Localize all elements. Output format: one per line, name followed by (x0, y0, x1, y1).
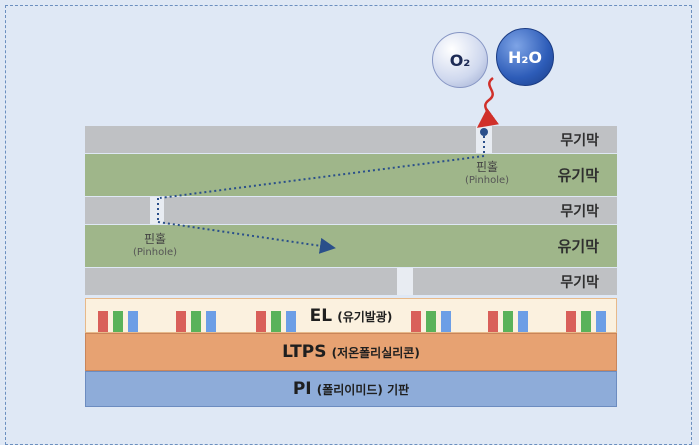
subpixel-green (581, 311, 591, 332)
subpixel-red (411, 311, 421, 332)
subpixel-green (113, 311, 123, 332)
pi-sub-label: (폴리이미드) 기판 (316, 383, 410, 397)
subpixel-red (566, 311, 576, 332)
permeation-path-overlay (157, 76, 499, 254)
subpixel-red (256, 311, 266, 332)
layer-label: 유기막 (557, 166, 599, 185)
subpixel-blue (441, 311, 451, 332)
organic-layer-bottom: 유기막 (85, 225, 617, 267)
pinhole-gap-top (476, 126, 492, 153)
ltps-main-label: LTPS (282, 342, 327, 362)
subpixel-red (98, 311, 108, 332)
subpixel-red (176, 311, 186, 332)
el-label: EL (유기발광) (86, 306, 616, 326)
inorganic-layer-top: 무기막 (85, 126, 617, 153)
inorganic-layer-bottom: 무기막 (85, 268, 617, 295)
ltps-sub-label: (저온폴리실리콘) (331, 346, 420, 360)
el-layer: EL (유기발광) (85, 298, 617, 333)
ltps-layer: LTPS (저온폴리실리콘) (85, 333, 617, 371)
subpixel-green (426, 311, 436, 332)
ltps-label: LTPS (저온폴리실리콘) (86, 342, 616, 362)
pinhole-label-bottom: 핀홀 (Pinhole) (120, 232, 190, 260)
layer-label: 무기막 (560, 203, 599, 220)
pinhole-label-sub: (Pinhole) (132, 247, 178, 258)
pinhole-label-text: 핀홀 (143, 232, 167, 246)
organic-layer-top: 유기막 (85, 154, 617, 196)
pinhole-label-sub: (Pinhole) (464, 175, 510, 186)
permeation-path-diagonal-2 (157, 221, 336, 254)
subpixel-green (503, 311, 513, 332)
subpixel-red (488, 311, 498, 332)
subpixel-blue (596, 311, 606, 332)
subpixel-green (191, 311, 201, 332)
subpixel-blue (128, 311, 138, 332)
subpixel-blue (518, 311, 528, 332)
inorganic-layer-middle: 무기막 (85, 197, 617, 224)
inorganic-gap-bottom (397, 268, 413, 295)
pinhole-label-text: 핀홀 (475, 160, 499, 174)
subpixel-green (271, 311, 281, 332)
pi-main-label: PI (292, 379, 312, 399)
pi-label: PI (폴리이미드) 기판 (86, 379, 616, 399)
subpixel-blue (286, 311, 296, 332)
water-molecule: H₂O (496, 28, 554, 86)
pinhole-gap-middle (150, 197, 164, 224)
moisture-entry-dot (480, 128, 488, 136)
subpixel-blue (206, 311, 216, 332)
el-sub-label: (유기발광) (337, 309, 393, 324)
pinhole-label-top: 핀홀 (Pinhole) (452, 160, 522, 188)
pi-substrate-layer: PI (폴리이미드) 기판 (85, 371, 617, 407)
el-main-label: EL (309, 305, 333, 326)
layer-label: 유기막 (557, 237, 599, 256)
oxygen-molecule: O₂ (432, 32, 488, 88)
layer-label: 무기막 (560, 132, 599, 149)
squiggle-arrow (476, 76, 499, 128)
layer-label: 무기막 (560, 274, 599, 291)
permeation-path-diagonal-1 (159, 155, 485, 199)
